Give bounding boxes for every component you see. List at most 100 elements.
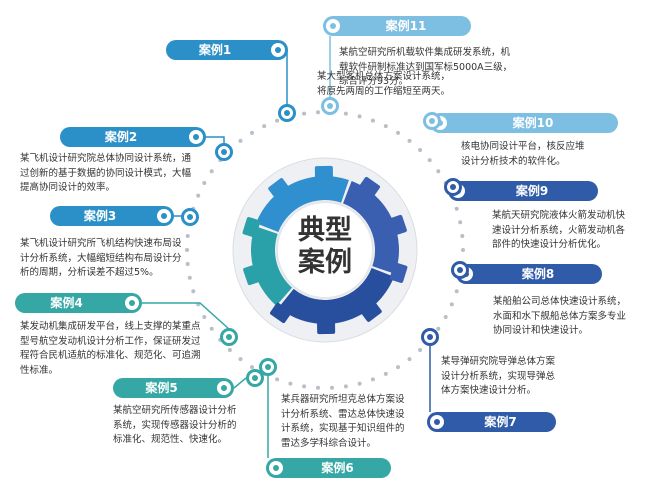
connector-line bbox=[142, 302, 230, 330]
target-icon bbox=[269, 461, 283, 475]
ring-dot bbox=[443, 315, 448, 319]
ring-dot bbox=[458, 220, 463, 225]
case-10-description: 核电协同设计平台，核反应堆 设计分析技术的软件化。 bbox=[461, 141, 585, 167]
ring-dot bbox=[418, 348, 423, 352]
case-11-pill[interactable]: 案例11 bbox=[323, 16, 471, 36]
ring-dot bbox=[461, 248, 465, 252]
case-7-node bbox=[421, 328, 439, 346]
case-11-node bbox=[321, 97, 339, 115]
ring-dot bbox=[396, 365, 400, 370]
ring-dot bbox=[436, 326, 441, 331]
case-7-description: 某导弹研究院导弹总体方案 设计分析系统，实现导弹总 体方案快速设计分析。 bbox=[441, 356, 556, 396]
case-2-label: 案例2 bbox=[104, 130, 138, 144]
case-2-node bbox=[215, 143, 233, 161]
ring-dot bbox=[288, 381, 293, 386]
ring-dot bbox=[250, 365, 254, 370]
case-8-description: 某船舶公司总体快速设计系统， 水面和水下舰船总体方案多专业 协同设计和快速设计。 bbox=[493, 296, 627, 336]
target-icon bbox=[430, 415, 444, 429]
case-7-pill[interactable]: 案例7 bbox=[427, 412, 556, 432]
gear-sector bbox=[250, 226, 293, 306]
ring-dot bbox=[383, 371, 388, 376]
case-4-node bbox=[220, 328, 238, 346]
case-10-node bbox=[423, 112, 441, 130]
case-11-description: 某航空研究所机载软件集成研发系统，机 载软件研制标准达到国军标5000A三级， … bbox=[339, 47, 513, 87]
ring-dot bbox=[196, 193, 201, 198]
ring-dot bbox=[449, 302, 454, 307]
gear-tooth bbox=[270, 302, 292, 324]
gear-tooth bbox=[314, 165, 333, 181]
ring-dot bbox=[209, 326, 214, 331]
case-4-pill[interactable]: 案例4 bbox=[15, 293, 142, 313]
ring-dot bbox=[185, 234, 190, 238]
ring-dot bbox=[370, 377, 375, 382]
case-9-label: 案例9 bbox=[515, 184, 549, 198]
case-4-description: 某发动机集成研发平台，线上支撑的某重点 型号航空发动机设计分析工作，保证研发过 … bbox=[20, 321, 201, 376]
case-5-pill[interactable]: 案例5 bbox=[113, 378, 234, 398]
case-3-pill[interactable]: 案例3 bbox=[50, 206, 174, 226]
case-1-label: 案例1 bbox=[198, 43, 232, 57]
ring-dot bbox=[209, 169, 214, 174]
gear-tooth bbox=[268, 178, 290, 199]
ring-dot bbox=[238, 357, 243, 362]
case-5-label: 案例5 bbox=[145, 381, 178, 395]
ring-dot bbox=[460, 234, 465, 238]
case-9-pill[interactable]: 案例9 bbox=[448, 181, 598, 201]
gear-tooth bbox=[317, 319, 336, 335]
ring-dot bbox=[436, 169, 441, 174]
case-8-pill[interactable]: 案例8 bbox=[456, 264, 602, 284]
case-9-node bbox=[444, 178, 462, 196]
ring-dot bbox=[343, 111, 348, 116]
ring-dot bbox=[202, 181, 207, 185]
ring-dot bbox=[302, 111, 307, 116]
ring-dot bbox=[316, 110, 320, 115]
ring-dot bbox=[191, 289, 196, 294]
case-2-description: 某飞机设计研究院总体协同设计系统，通 过创新的基于数据的协同设计模式，大幅 提高… bbox=[20, 153, 192, 193]
case-1-description: 某大型客机总体方案设计系统， 将原先两周的工作缩短至两天。 bbox=[316, 71, 450, 97]
gear-tooth bbox=[242, 217, 261, 238]
case-1-pill[interactable]: 案例1 bbox=[166, 40, 288, 60]
case-6-node bbox=[259, 358, 277, 376]
gear-tooth bbox=[358, 176, 380, 198]
ring-dot bbox=[370, 118, 375, 123]
gear-tooth bbox=[360, 301, 382, 322]
ring-dot bbox=[185, 248, 189, 252]
ring-dot bbox=[302, 384, 307, 389]
ring-dot bbox=[316, 385, 320, 390]
case-5-description: 某航空研究所传感器设计分析 系统，实现传感器设计分析的 标准化、规范性、快速化。 bbox=[113, 405, 237, 445]
case-10-label: 案例10 bbox=[512, 116, 554, 130]
ring-dot bbox=[454, 206, 459, 211]
ring-dot bbox=[427, 158, 432, 163]
ring-dot bbox=[343, 384, 348, 389]
ring-dot bbox=[454, 289, 459, 294]
ring-dot bbox=[357, 381, 362, 386]
ring-dot bbox=[357, 114, 362, 119]
connector-line bbox=[198, 136, 225, 144]
case-9-description: 某航天研究院液体火箭发动机快 速设计分析系统，火箭发动机各 部件的快速设计分析优… bbox=[492, 210, 626, 250]
case-3-label: 案例3 bbox=[83, 209, 117, 223]
case-8-label: 案例8 bbox=[521, 267, 555, 281]
case-6-pill[interactable]: 案例6 bbox=[266, 458, 391, 478]
ring-dot bbox=[238, 138, 243, 143]
case-6-label: 案例6 bbox=[321, 461, 354, 475]
case-10-pill[interactable]: 案例10 bbox=[430, 113, 618, 133]
gear-tooth bbox=[388, 214, 407, 236]
gear-tooth bbox=[389, 262, 408, 283]
target-icon bbox=[326, 19, 340, 33]
ring-dot bbox=[262, 124, 267, 129]
target-icon bbox=[125, 296, 139, 310]
gear-hub bbox=[276, 201, 374, 299]
ring-dot bbox=[185, 262, 190, 266]
case-3-node bbox=[181, 208, 199, 226]
ring-dot bbox=[187, 275, 192, 280]
ring-dot bbox=[330, 385, 334, 390]
connector-line bbox=[233, 377, 247, 389]
gear-sector bbox=[343, 180, 399, 274]
center-title: 典型 案例 bbox=[298, 215, 352, 278]
case-4-label: 案例4 bbox=[50, 296, 83, 310]
ring-dot bbox=[275, 377, 280, 382]
case-5-node bbox=[246, 369, 264, 387]
case-2-pill[interactable]: 案例2 bbox=[60, 127, 206, 147]
case-3-description: 某飞机设计研究所飞机结构快速布局设 计分析系统，大幅缩短结构布局设计分 析的周期… bbox=[20, 238, 182, 278]
ring-dot bbox=[407, 357, 412, 362]
